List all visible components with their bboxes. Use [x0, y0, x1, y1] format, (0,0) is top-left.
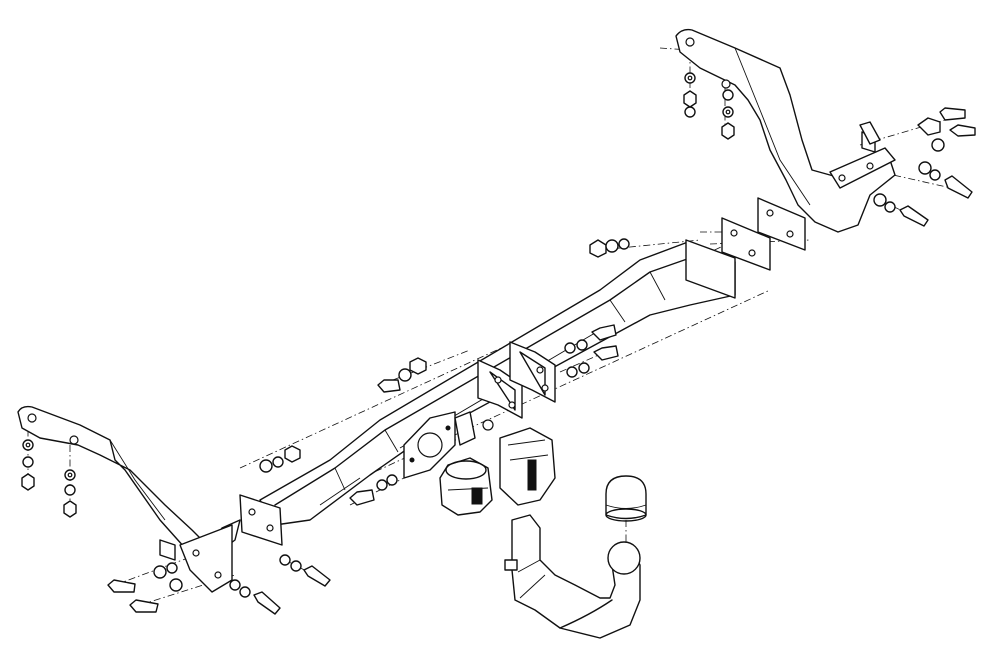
fasteners-right-side	[859, 107, 976, 227]
fasteners-center-right	[564, 324, 619, 378]
fasteners-under-beam	[349, 474, 398, 506]
fasteners-left-bracket-top	[21, 439, 77, 518]
fasteners-right-beam	[589, 238, 630, 258]
end-spacer-plates	[721, 197, 806, 271]
fastener-sets	[21, 72, 976, 615]
fasteners-left-beam	[259, 445, 301, 473]
left-bracket	[17, 405, 241, 593]
fasteners-left-bracket-bottom	[107, 554, 331, 615]
detachable-towball	[504, 514, 641, 639]
socket-housing	[439, 457, 493, 516]
towball-cap	[605, 475, 647, 522]
towball-receiver	[499, 427, 556, 506]
fasteners-center-left	[377, 357, 427, 393]
electrical-socket-plate	[403, 411, 494, 479]
fasteners-top-right-bracket	[683, 72, 735, 140]
right-bracket	[675, 28, 896, 233]
center-mount-plates	[477, 341, 556, 419]
